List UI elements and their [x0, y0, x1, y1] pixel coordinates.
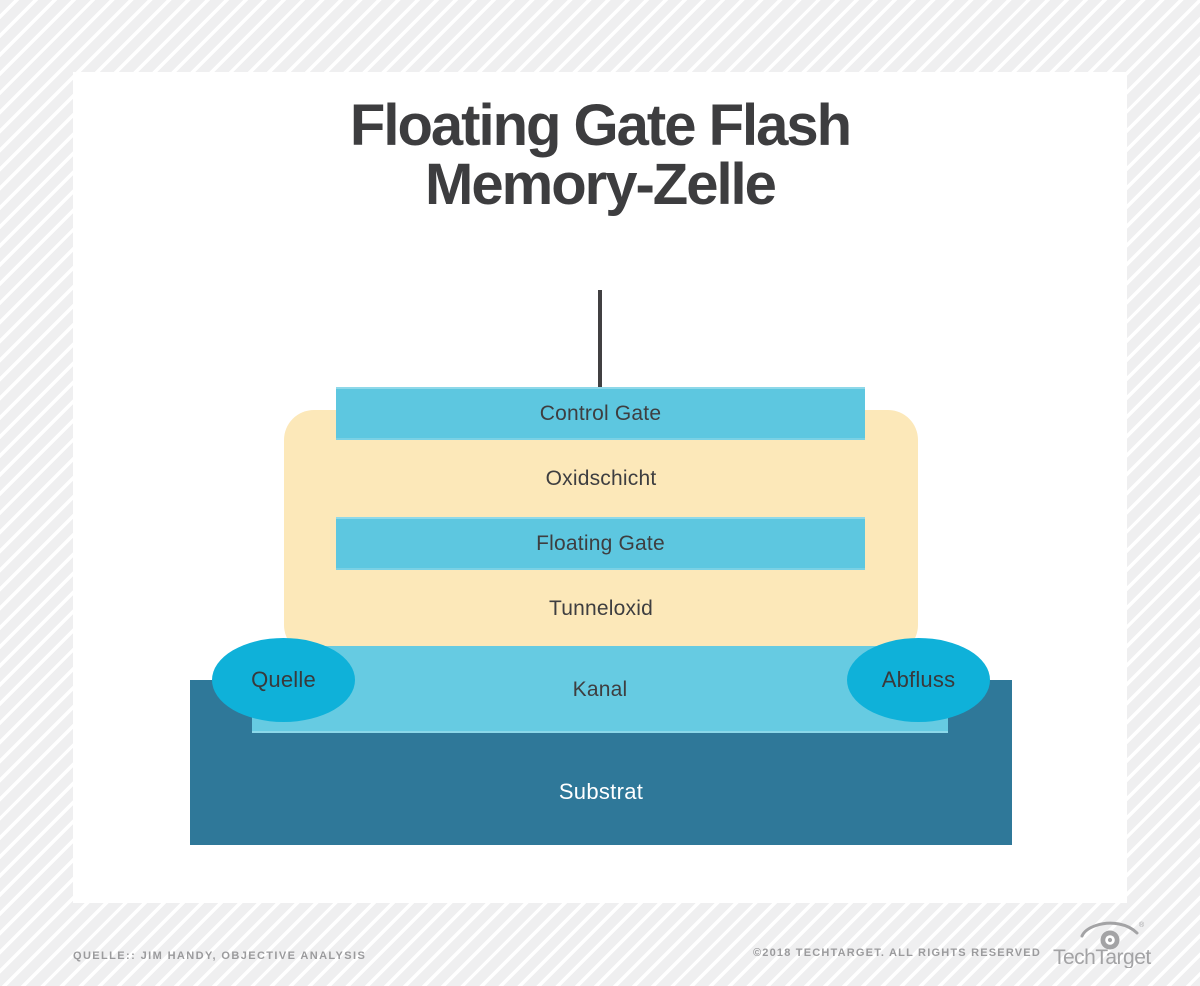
tunneloxid-label: Tunneloxid [549, 597, 653, 620]
copyright-text: ©2018 TechTarget. All rights reserved [752, 947, 1041, 959]
control-gate-label: Control Gate [539, 401, 662, 425]
control-gate-layer: Control Gate [336, 387, 865, 440]
title-line-2: Memory-Zelle [425, 152, 777, 218]
control-gate-wire [598, 290, 602, 390]
registered-mark: ® [1139, 921, 1145, 929]
quelle-label: Quelle [251, 667, 316, 692]
eye-icon [1080, 921, 1139, 950]
techtarget-logo-svg: ® TechTarget [1053, 921, 1152, 968]
channel-layer: Kanal [252, 646, 948, 733]
content-card: Floating Gate Flash Memory-Zelle Kanal S… [73, 72, 1127, 903]
flash-memory-cell-diagram: Kanal Substrat Control Gate Oxidschicht … [73, 72, 1127, 903]
floating-gate-label: Floating Gate [536, 531, 665, 555]
title-line-1: Floating Gate Flash [349, 93, 852, 158]
source-terminal: Quelle [212, 638, 355, 722]
kanal-label: Kanal [572, 677, 628, 701]
source-attribution: Quelle:: Jim Handy, Objective Analysis [73, 950, 367, 962]
substrat-label: Substrat [558, 779, 644, 804]
oxidschicht-label: Oxidschicht [545, 467, 657, 490]
brand-wordmark: TechTarget [1053, 946, 1151, 968]
floating-gate-layer: Floating Gate [336, 517, 865, 570]
abfluss-label: Abfluss [881, 667, 956, 692]
drain-terminal: Abfluss [847, 638, 990, 722]
techtarget-logo: ® TechTarget [1053, 918, 1153, 968]
diagram-title: Floating Gate Flash Memory-Zelle [73, 96, 1127, 214]
footer-right: ©2018 TechTarget. All rights reserved ® … [753, 918, 1153, 968]
